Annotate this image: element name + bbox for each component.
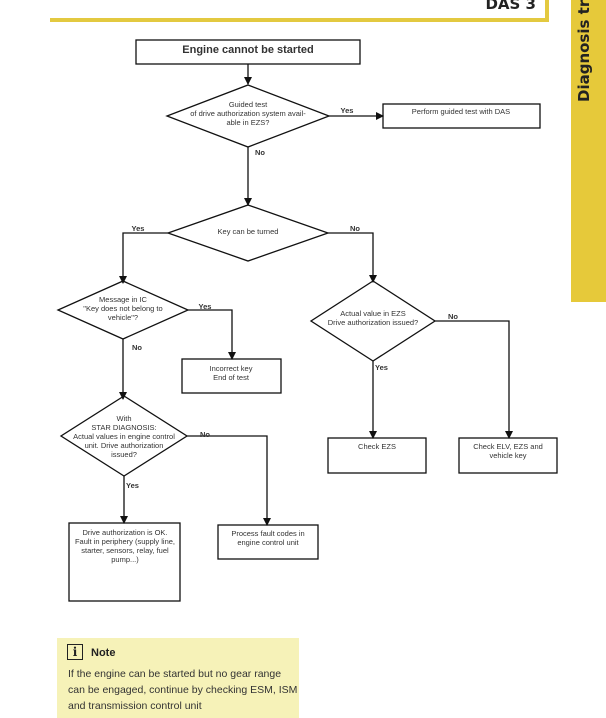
decision-actual-value-ezs-label: Drive authorization issued? xyxy=(328,318,418,327)
box-incorrect-key xyxy=(181,358,282,394)
box-check-ezs-label: Check EZS xyxy=(358,442,396,451)
decision-message-ic-label: vehicle"? xyxy=(108,313,138,322)
d2-no-label: No xyxy=(350,224,360,233)
box-incorrect-key-label: End of test xyxy=(213,373,250,382)
box-drive-authorization-ok-label: Drive authorization is OK. xyxy=(82,528,167,537)
decision-message-ic-label: "Key does not belong to xyxy=(83,304,162,313)
note-title: Note xyxy=(91,647,116,659)
box-process-fault-codes xyxy=(217,524,319,560)
box-drive-authorization-ok-label: pump...) xyxy=(111,555,139,564)
d3-yes-label: Yes xyxy=(199,302,212,311)
header-vertical-rule xyxy=(545,0,549,22)
page-title: DAS 3 xyxy=(485,0,536,13)
decision-star-diagnosis-label: STAR DIAGNOSIS: xyxy=(91,423,156,432)
d4-yes-label: Yes xyxy=(375,363,388,372)
box-process-fault-codes-label: Process fault codes in xyxy=(231,529,304,538)
decision-actual-value-ezs-label: Actual value in EZS xyxy=(340,309,405,318)
d5-yes-label: Yes xyxy=(126,481,139,490)
arrow-d3-yes xyxy=(188,309,236,360)
start-label: Engine cannot be started xyxy=(182,44,313,56)
arrow-d4-no xyxy=(435,320,513,439)
d1-yes-label: Yes xyxy=(341,106,354,115)
box-check-elv-label: Check ELV, EZS and xyxy=(473,442,543,451)
box-check-elv-label: vehicle key xyxy=(489,451,526,460)
decision-guided-test-label: able in EZS? xyxy=(227,118,270,127)
decision-message-ic-label: Message in IC xyxy=(99,295,148,304)
header-rule xyxy=(50,18,548,22)
decision-key-turned-label: Key can be turned xyxy=(218,227,279,236)
d1-no-label: No xyxy=(255,148,265,157)
decision-key-turned xyxy=(166,204,330,262)
decision-star-diagnosis-label: unit. Drive authorization xyxy=(85,441,164,450)
box-perform-guided-test xyxy=(382,103,541,129)
decision-star-diagnosis-label: Actual values in engine control xyxy=(73,432,175,441)
info-icon: i xyxy=(67,644,83,660)
arrow-d5-no xyxy=(187,435,271,526)
box-check-ezs xyxy=(327,437,427,474)
d2-yes-label: Yes xyxy=(132,224,145,233)
arrow-d2-yes xyxy=(119,232,168,284)
arrow-d2-no xyxy=(328,232,377,283)
decision-star-diagnosis-label: With xyxy=(117,414,132,423)
decision-guided-test-label: of drive authorization system avail- xyxy=(190,109,306,118)
box-drive-authorization-ok xyxy=(68,522,181,602)
box-process-fault-codes-label: engine control unit xyxy=(237,538,299,547)
note-box: i Note If the engine can be started but … xyxy=(57,638,299,718)
d3-no-label: No xyxy=(132,343,142,352)
side-tab xyxy=(571,0,606,302)
box-perform-guided-test-label: Perform guided test with DAS xyxy=(412,107,510,116)
d5-no-label: No xyxy=(200,430,210,439)
box-drive-authorization-ok-label: starter, sensors, relay, fuel xyxy=(81,546,169,555)
box-drive-authorization-ok-label: Fault in periphery (supply line, xyxy=(75,537,175,546)
decision-guided-test-label: Guided test xyxy=(229,100,268,109)
box-incorrect-key-label: Incorrect key xyxy=(210,364,253,373)
note-text: If the engine can be started but no gear… xyxy=(68,668,298,712)
d4-no-label: No xyxy=(448,312,458,321)
decision-star-diagnosis-label: issued? xyxy=(111,450,137,459)
box-check-elv xyxy=(458,437,558,474)
